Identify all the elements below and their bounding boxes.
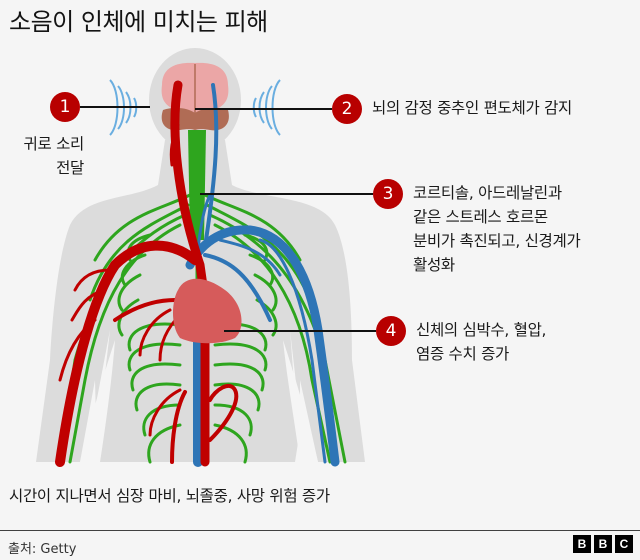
step-3-marker: 3 — [373, 179, 403, 209]
step-3-label: 코르티솔, 아드레날린과 같은 스트레스 호르몬 분비가 촉진되고, 신경계가 … — [413, 184, 581, 274]
footnote: 시간이 지나면서 심장 마비, 뇌졸중, 사망 위험 증가 — [9, 487, 330, 505]
sound-waves — [109, 79, 281, 136]
body-illustration: 1 귀로 소리 전달 2 뇌의 감정 중추인 편도체가 감지 3 코르티솔, 아… — [23, 48, 581, 467]
page-title: 소음이 인체에 미치는 피해 — [9, 8, 268, 36]
step-4-label: 신체의 심박수, 혈압, 염증 수치 증가 — [416, 321, 547, 363]
logo-letter: B — [573, 535, 591, 553]
source-credit: 출처: Getty — [8, 542, 77, 557]
step-4-marker: 4 — [376, 316, 406, 346]
step-2-marker: 2 — [332, 94, 362, 124]
step-1-marker: 1 — [50, 92, 80, 122]
spinal-cord — [188, 130, 206, 240]
arteries — [55, 80, 239, 467]
step-2-label: 뇌의 감정 중추인 편도체가 감지 — [372, 99, 572, 117]
logo-letter: B — [594, 535, 612, 553]
logo-letter: C — [615, 535, 633, 553]
divider — [0, 530, 640, 531]
step-1-label: 귀로 소리 전달 — [23, 135, 85, 177]
heart — [173, 278, 242, 344]
bbc-logo: B B C — [573, 535, 633, 553]
circulatory-nervous-system-diagram — [36, 48, 376, 467]
leader-lines — [80, 106, 376, 332]
nerves — [58, 158, 347, 464]
